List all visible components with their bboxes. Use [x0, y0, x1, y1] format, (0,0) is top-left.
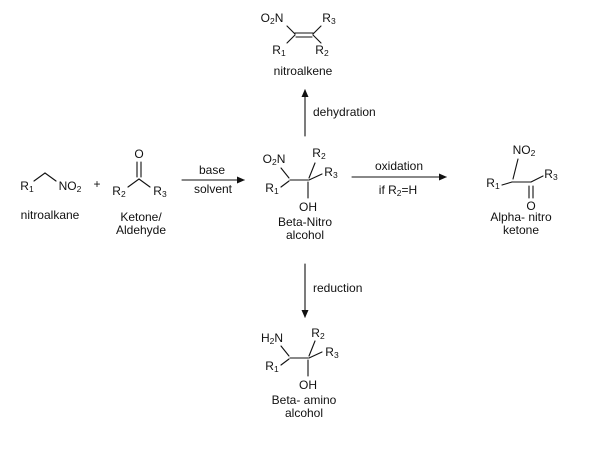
nitroalkene-r1-label: R1 [272, 43, 286, 58]
beta-amino-caption-line2: alcohol [284, 406, 324, 420]
nitroalkene-bonds [286, 25, 322, 44]
beta-amino-r1-label: R1 [265, 359, 279, 374]
oxidation-arrow-label-top: oxidation [374, 159, 424, 173]
forward-arrow-label-bottom: solvent [193, 182, 233, 196]
beta-amino-oh-label: OH [299, 378, 317, 392]
nitroalkane-bonds [33, 172, 57, 182]
ketone-caption-line1: Ketone/ [120, 210, 162, 224]
beta-nitro-caption-line1: Beta-Nitro [277, 215, 333, 229]
oxidation-arrow-label-bottom: if R2=H [378, 183, 418, 198]
alpha-nitro-caption-line1: Alpha- nitro [490, 210, 552, 224]
beta-nitro-r1-label: R1 [265, 181, 279, 196]
nitroalkene-r2-label: R2 [315, 43, 329, 58]
beta-amino-h2n-label: H2N [260, 331, 284, 346]
beta-nitro-r3-label: R3 [324, 165, 338, 180]
beta-nitro-alcohol-bonds [280, 162, 323, 199]
nitroalkane-r1-label: R1 [20, 179, 34, 194]
ketone-caption-line2: Aldehyde [115, 223, 167, 237]
beta-amino-r2-label: R2 [311, 326, 325, 341]
beta-amino-caption-line1: Beta- amino [271, 393, 337, 407]
plus-operator: + [93, 177, 101, 191]
beta-nitro-r2-label: R2 [312, 146, 326, 161]
reduction-arrow-label: reduction [313, 281, 363, 295]
nitroalkane-caption: nitroalkane [20, 208, 80, 222]
ketone-aldehyde-bonds [127, 161, 151, 188]
nitroalkane-no2-label: NO2 [58, 179, 82, 194]
beta-nitro-oh-label: OH [299, 200, 317, 214]
ketone-r3-label: R3 [153, 184, 167, 199]
dehydration-arrow-label: dehydration [313, 105, 376, 119]
forward-arrow-label-top: base [198, 163, 226, 177]
alpha-nitro-r1-label: R1 [486, 176, 500, 191]
alpha-nitro-caption-line2: ketone [502, 223, 540, 237]
nitroalkene-o2n-label: O2N [260, 11, 284, 26]
nitroalkene-caption: nitroalkene [273, 64, 333, 78]
alpha-nitro-r3-label: R3 [544, 167, 558, 182]
nitroalkene-r3-label: R3 [322, 11, 336, 26]
ketone-o-label: O [134, 147, 144, 161]
alpha-nitro-ketone-bonds [501, 158, 544, 199]
beta-amino-alcohol-bonds [280, 340, 323, 377]
beta-nitro-caption-line2: alcohol [285, 228, 325, 242]
alpha-nitro-no2-label: NO2 [512, 143, 536, 158]
ketone-r2-label: R2 [112, 184, 126, 199]
beta-nitro-o2n-label: O2N [262, 152, 286, 167]
alpha-nitro-o-label: O [526, 199, 536, 213]
beta-amino-r3-label: R3 [325, 345, 339, 360]
